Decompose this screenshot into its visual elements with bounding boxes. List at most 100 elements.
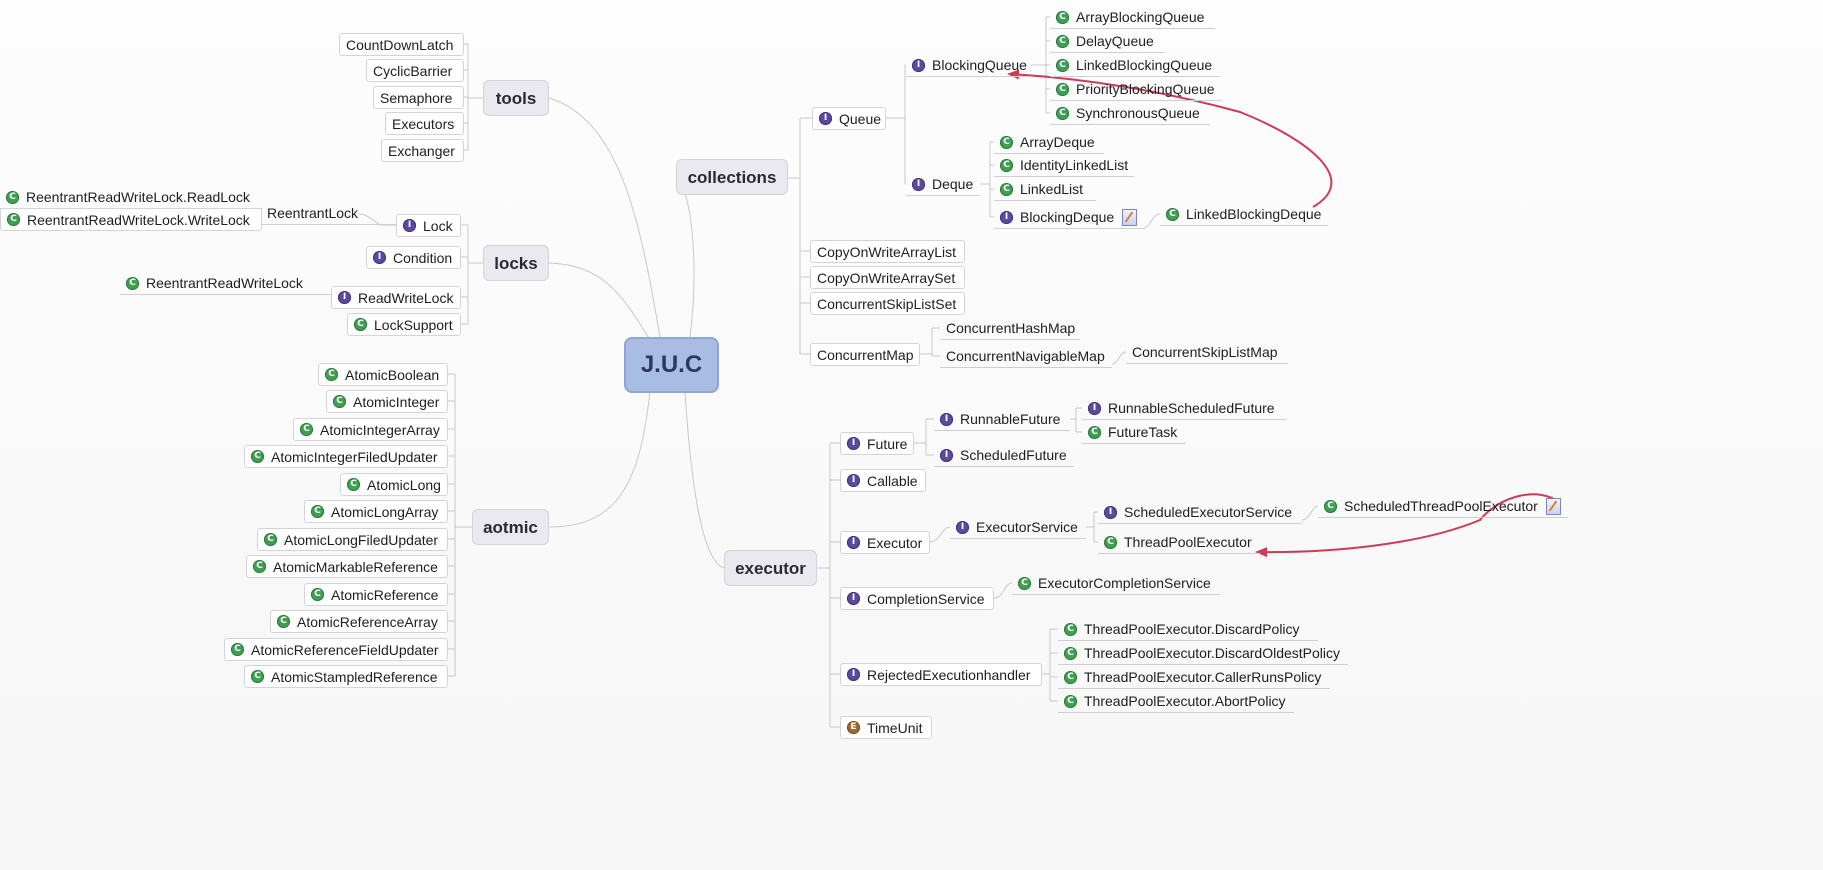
- tools-item[interactable]: CyclicBarrier: [366, 59, 464, 82]
- cow-set-node[interactable]: CopyOnWriteArraySet: [810, 266, 965, 289]
- blocking-queue-impl-label: DelayQueue: [1076, 33, 1154, 49]
- tools-item[interactable]: Semaphore: [373, 86, 464, 109]
- read-lock-node[interactable]: C ReentrantReadWriteLock.ReadLock: [0, 186, 262, 209]
- branch-tools[interactable]: tools: [483, 80, 549, 116]
- executor-service-label: ExecutorService: [976, 519, 1078, 535]
- class-icon: C: [264, 533, 277, 546]
- skip-list-map-node[interactable]: ConcurrentSkipListMap: [1126, 341, 1288, 364]
- blocking-queue-impl[interactable]: C DelayQueue: [1050, 30, 1165, 53]
- cow-list-node[interactable]: CopyOnWriteArrayList: [810, 240, 965, 263]
- tools-item-label: CyclicBarrier: [373, 62, 453, 79]
- policy-label: ThreadPoolExecutor.DiscardOldestPolicy: [1084, 645, 1341, 661]
- tools-item[interactable]: Executors: [385, 112, 464, 135]
- branch-locks-label: locks: [494, 253, 538, 273]
- completion-service-node[interactable]: I CompletionService: [840, 587, 994, 610]
- interface-icon: I: [847, 592, 860, 605]
- class-icon: C: [1000, 182, 1013, 196]
- tools-item-label: Exchanger: [388, 142, 455, 159]
- navigable-map-node[interactable]: ConcurrentNavigableMap: [940, 345, 1112, 368]
- class-icon: C: [6, 190, 19, 204]
- class-icon: C: [1018, 576, 1031, 590]
- note-icon[interactable]: [1122, 208, 1138, 226]
- hash-map-node[interactable]: ConcurrentHashMap: [940, 317, 1080, 340]
- atomic-item-label: AtomicBoolean: [345, 366, 440, 383]
- branch-collections[interactable]: collections: [676, 159, 788, 195]
- connector-line: [1111, 351, 1127, 365]
- class-icon: C: [1104, 535, 1117, 549]
- note-icon[interactable]: [1545, 497, 1561, 515]
- time-unit-label: TimeUnit: [867, 719, 923, 736]
- root-node-juc[interactable]: J.U.C: [624, 337, 719, 393]
- concurrent-map-node[interactable]: ConcurrentMap: [810, 343, 920, 366]
- lock-support-label: LockSupport: [374, 316, 453, 333]
- class-icon: C: [325, 368, 338, 381]
- tools-item[interactable]: CountDownLatch: [339, 33, 464, 56]
- read-lock-label: ReentrantReadWriteLock.ReadLock: [26, 189, 250, 205]
- callable-label: Callable: [867, 472, 918, 489]
- completion-service-label: CompletionService: [867, 590, 985, 607]
- class-icon: C: [1056, 34, 1069, 48]
- deque-impl[interactable]: C LinkedList: [994, 178, 1096, 201]
- skip-list-set-node[interactable]: ConcurrentSkipListSet: [810, 292, 965, 315]
- deque-impl-label: LinkedList: [1020, 181, 1084, 197]
- branch-atomic[interactable]: aotmic: [472, 509, 549, 545]
- class-icon: C: [311, 588, 324, 601]
- interface-icon: I: [847, 474, 860, 487]
- interface-icon: I: [847, 536, 860, 549]
- atomic-item[interactable]: C AtomicBoolean: [318, 363, 448, 386]
- callable-node[interactable]: I Callable: [840, 469, 926, 492]
- connector-line: [993, 582, 1013, 599]
- class-icon: C: [1056, 82, 1069, 96]
- branch-executor[interactable]: executor: [724, 550, 817, 586]
- interface-icon: I: [912, 177, 925, 191]
- tools-item[interactable]: Exchanger: [381, 139, 464, 162]
- branch-locks[interactable]: locks: [483, 245, 549, 281]
- reentrant-lock-node[interactable]: ReentrantLock: [261, 202, 397, 225]
